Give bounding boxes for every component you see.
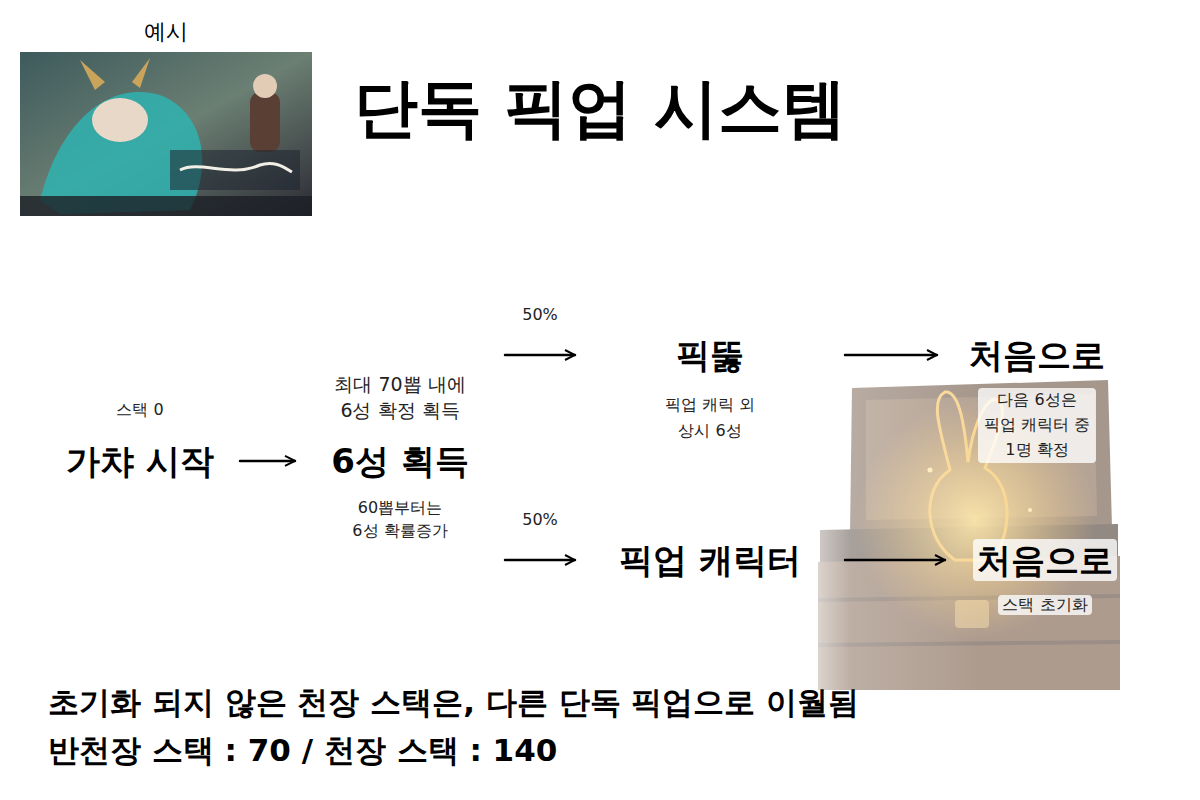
flow-step: 픽업 캐릭터	[575, 539, 845, 582]
flow-arrow	[845, 354, 937, 357]
flow-step: 픽뚫픽업 캐릭 외 상시 6성	[575, 334, 845, 444]
flow-step: 스택 0 가챠 시작	[40, 400, 240, 483]
flow-arrow	[240, 460, 295, 463]
step-label: 픽업 캐릭터	[619, 539, 801, 582]
flow-step: 처음으로스택 초기화	[945, 539, 1145, 616]
step-label: 처음으로	[965, 334, 1109, 377]
footnote: 반천장 스택 : 70 / 천장 스택 : 140	[48, 730, 1158, 770]
step-note: 스택 초기화	[998, 595, 1091, 615]
banner-second-figure	[250, 92, 280, 152]
flow-arrow	[845, 559, 945, 562]
banner-figure-face	[92, 98, 148, 142]
banner-figure-ornament	[80, 58, 150, 90]
footnote: 초기화 되지 않은 천장 스택은, 다른 단독 픽업으로 이월됨	[48, 682, 1158, 722]
banner-thumbnail	[20, 52, 312, 216]
step-note: 스택 0	[116, 400, 163, 420]
page-title: 단독 픽업 시스템	[0, 70, 1200, 147]
flow-arrow	[505, 559, 575, 562]
sparkle	[1028, 508, 1032, 512]
step-label: 픽뚫	[676, 334, 744, 377]
banner-bottom-band	[20, 196, 312, 216]
banner-second-face	[253, 74, 277, 98]
step-note: 다음 6성은 픽업 캐릭터 중 1명 확정	[978, 388, 1096, 462]
step-label: 6성 획득	[331, 440, 469, 483]
step-note: 60뽑부터는 6성 확률증가	[350, 496, 449, 542]
flow-arrow	[505, 354, 575, 357]
step-note: 최대 70뽑 내에 6성 확정 획득	[329, 372, 472, 423]
banner-background	[20, 52, 312, 216]
step-label: 가챠 시작	[66, 440, 214, 483]
chest-fade	[780, 370, 980, 700]
step-note: 픽업 캐릭 외 상시 6성	[658, 392, 762, 443]
flow-step: 최대 70뽑 내에 6성 확정 획득 6성 획득 60뽑부터는 6성 확률증가	[295, 335, 505, 580]
banner-title-flourish	[180, 163, 292, 172]
flow-step: 처음으로다음 6성은 픽업 캐릭터 중 1명 확정	[937, 334, 1137, 463]
probability-label: 50%	[519, 305, 561, 324]
example-caption: 예시	[20, 18, 312, 47]
banner-title-panel	[170, 150, 300, 190]
probability-label: 50%	[519, 510, 561, 529]
step-label: 처음으로	[973, 539, 1117, 582]
